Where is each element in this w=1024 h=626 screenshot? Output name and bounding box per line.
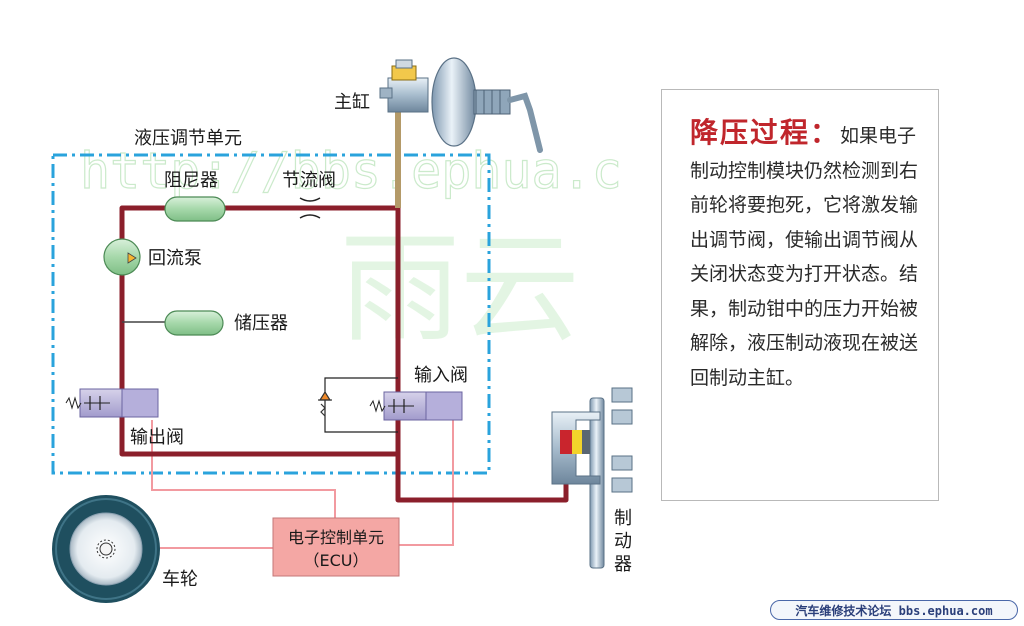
pump-arrow-icon <box>127 252 137 264</box>
brake-caliper <box>551 387 633 569</box>
brake-booster <box>431 57 477 147</box>
wheel <box>52 495 160 603</box>
brake-pedal <box>507 92 543 153</box>
brake-label-3: 器 <box>614 554 632 575</box>
description-panel: 降压过程：如果电子制动控制模块仍然检测到右前轮将要抱死，它将激发输出调节阀，使输… <box>661 89 939 501</box>
watermark-url: http://bbs.ephua.c <box>80 142 622 200</box>
ecu-label: 电子控制单元 <box>288 528 384 547</box>
damper-label: 阻尼器 <box>164 170 218 191</box>
damper <box>164 196 226 222</box>
wheel-label: 车轮 <box>162 569 198 590</box>
hydraulic-unit-label: 液压调节单元 <box>134 128 242 149</box>
ecu-abbr-label: （ECU） <box>304 551 369 570</box>
wheel-speed-sensor-icon <box>96 539 116 559</box>
watermark: 雨云 http://bbs.ephua.c <box>79 141 622 359</box>
ecu-box <box>272 517 400 577</box>
accumulator <box>164 310 224 336</box>
wire-inlet-valve <box>399 408 454 546</box>
master-cylinder-assembly <box>379 57 543 153</box>
return-pump-label: 回流泵 <box>148 248 202 269</box>
line-to-caliper <box>395 454 569 503</box>
master-cylinder-label: 主缸 <box>334 91 370 113</box>
throttle-valve-label: 节流阀 <box>282 170 336 191</box>
outlet-valve-label: 输出阀 <box>130 427 184 448</box>
description-text: 降压过程：如果电子制动控制模块仍然检测到右前轮将要抱死，它将激发输出调节阀，使输… <box>690 116 920 395</box>
description-title: 降压过程： <box>690 116 841 149</box>
check-valve-bypass <box>318 377 398 433</box>
accumulator-label: 储压器 <box>234 313 288 334</box>
brake-label-2: 动 <box>614 531 632 552</box>
throttle-valve <box>299 197 321 219</box>
outlet-valve <box>65 388 159 418</box>
hydraulic-unit-boundary <box>51 153 491 475</box>
forum-footer-badge: 汽车维修技术论坛 bbs.ephua.com <box>770 600 1018 620</box>
brake-label-1: 制 <box>614 508 632 529</box>
inlet-valve <box>369 391 463 421</box>
return-pump <box>103 238 141 276</box>
watermark-text: 雨云 <box>340 220 580 359</box>
inlet-valve-label: 输入阀 <box>414 365 468 386</box>
description-body: 如果电子制动控制模块仍然检测到右前轮将要抱死，它将激发输出调节阀，使输出调节阀从… <box>690 125 919 389</box>
